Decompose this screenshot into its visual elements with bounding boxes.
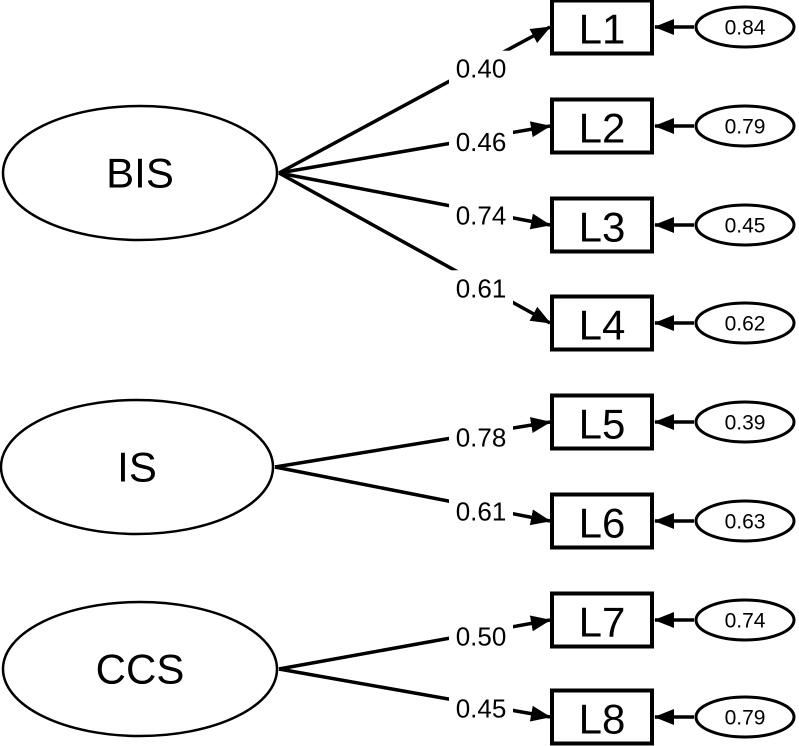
indicator-box — [550, 591, 654, 649]
error-ellipse — [694, 104, 796, 148]
error-value: 0.79 — [725, 116, 766, 139]
indicator-L1: L1 — [550, 0, 654, 56]
indicator-label: L3 — [579, 204, 626, 251]
error-ellipse — [694, 301, 796, 345]
indicator-box — [550, 196, 654, 254]
loading-value: 0.78 — [456, 422, 507, 452]
indicator-box — [550, 97, 654, 155]
error-term-L8: 0.79 — [694, 695, 796, 739]
labels-layer: 0.40 0.46 0.74 0.61 0.78 0.61 0.50 0.45 — [449, 50, 513, 727]
loading-label-backing — [449, 50, 513, 87]
indicator-label: L6 — [579, 500, 626, 547]
latent-ellipse — [0, 398, 275, 536]
error-value: 0.79 — [725, 707, 766, 730]
loading-label-backing — [449, 690, 513, 727]
loading-label-backing — [449, 270, 513, 307]
indicator-label: L4 — [579, 302, 626, 349]
error-value: 0.74 — [725, 610, 766, 633]
latent-ellipse — [1, 600, 279, 738]
error-value: 0.63 — [725, 511, 766, 534]
loading-value: 0.50 — [456, 622, 507, 652]
error-term-L3: 0.45 — [694, 203, 796, 247]
indicator-label: L8 — [579, 696, 626, 743]
error-value: 0.39 — [725, 412, 766, 435]
latent-label: BIS — [106, 150, 174, 197]
error-value: 0.84 — [725, 17, 766, 40]
loading-value: 0.45 — [456, 694, 507, 724]
error-ellipse — [694, 499, 796, 543]
latent-variable-BIS: BIS — [1, 104, 279, 242]
error-term-L4: 0.62 — [694, 301, 796, 345]
loading-label-backing — [449, 618, 513, 655]
indicator-label: L1 — [579, 6, 626, 53]
error-ellipse — [694, 598, 796, 642]
latent-label: CCS — [96, 646, 185, 693]
error-ellipse — [694, 400, 796, 444]
latent-variable-IS: IS — [0, 398, 275, 536]
error-term-L6: 0.63 — [694, 499, 796, 543]
indicator-L2: L2 — [550, 97, 654, 155]
indicator-box — [550, 294, 654, 352]
loading-label-backing — [449, 197, 513, 234]
loading-value: 0.46 — [456, 127, 507, 157]
indicator-box — [550, 0, 654, 56]
error-term-L2: 0.79 — [694, 104, 796, 148]
error-term-L5: 0.39 — [694, 400, 796, 444]
error-term-L7: 0.74 — [694, 598, 796, 642]
latent-label: IS — [117, 444, 157, 491]
indicator-label: L5 — [579, 401, 626, 448]
error-value: 0.62 — [725, 313, 766, 336]
error-value: 0.45 — [725, 215, 766, 238]
loading-label-backing — [449, 419, 513, 456]
indicator-L3: L3 — [550, 196, 654, 254]
indicator-label: L7 — [579, 599, 626, 646]
loading-label-backing — [449, 493, 513, 530]
loading-value: 0.61 — [456, 273, 507, 303]
latent-variable-CCS: CCS — [1, 600, 279, 738]
error-term-L1: 0.84 — [694, 5, 796, 49]
indicator-L7: L7 — [550, 591, 654, 649]
indicator-box — [550, 688, 654, 746]
indicator-L4: L4 — [550, 294, 654, 352]
latent-ellipse — [1, 104, 279, 242]
indicator-L8: L8 — [550, 688, 654, 746]
error-ellipse — [694, 203, 796, 247]
indicator-L5: L5 — [550, 393, 654, 451]
indicator-box — [550, 492, 654, 550]
indicator-L6: L6 — [550, 492, 654, 550]
error-ellipse — [694, 695, 796, 739]
loading-value: 0.40 — [456, 54, 507, 84]
indicator-label: L2 — [579, 105, 626, 152]
loading-value: 0.74 — [456, 201, 507, 231]
loading-value: 0.61 — [456, 496, 507, 526]
loading-label-backing — [449, 124, 513, 161]
indicator-box — [550, 393, 654, 451]
error-ellipse — [694, 5, 796, 49]
